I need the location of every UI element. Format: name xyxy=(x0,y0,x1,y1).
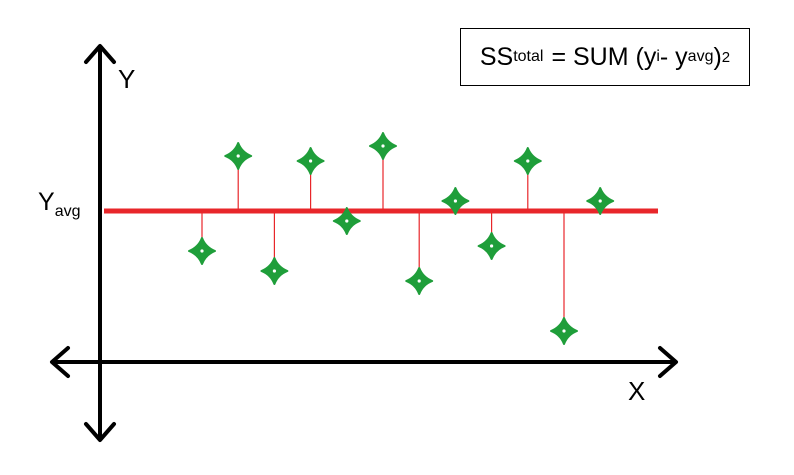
data-point-center xyxy=(562,329,566,333)
formula-ss: SS xyxy=(479,42,514,71)
mean-line-label: Yavg xyxy=(38,188,80,220)
data-point xyxy=(513,147,542,175)
data-point xyxy=(586,187,615,215)
y-axis-arrow-down-icon xyxy=(84,422,116,442)
data-point-center xyxy=(200,249,204,253)
x-axis-arrow-right-icon xyxy=(658,346,678,378)
formula-power: 2 xyxy=(721,48,731,66)
data-point xyxy=(260,257,289,285)
y-axis-arrow-up-icon xyxy=(84,44,116,64)
data-point xyxy=(405,267,434,295)
mean-line-label-main: Y xyxy=(38,188,55,216)
data-point-center xyxy=(526,159,530,163)
data-point-center xyxy=(381,144,385,148)
y-axis-label: Y xyxy=(118,64,135,94)
data-point-center xyxy=(490,244,494,248)
mean-line-label-sub: avg xyxy=(55,203,81,220)
axes xyxy=(50,44,678,442)
data-point xyxy=(477,232,506,260)
data-point-center xyxy=(236,154,240,158)
formula-minus: - y xyxy=(659,42,688,71)
residual-lines xyxy=(201,157,601,320)
data-point-center xyxy=(598,199,602,203)
data-point-center xyxy=(453,199,457,203)
formula-avg-sub: avg xyxy=(687,48,714,65)
x-axis-label: X xyxy=(628,376,645,406)
formula-yi-sub: i xyxy=(656,48,660,65)
data-point xyxy=(224,142,253,170)
formula-close: ) xyxy=(713,42,722,71)
data-point xyxy=(332,207,361,235)
x-axis-arrow-left-icon xyxy=(50,346,70,378)
data-point-center xyxy=(345,219,349,223)
data-point-center xyxy=(272,269,276,273)
data-point xyxy=(369,132,397,160)
data-point-center xyxy=(309,159,313,163)
data-point xyxy=(550,317,578,345)
data-point xyxy=(188,237,216,265)
data-point-center xyxy=(417,279,421,283)
formula-equals-sum: = SUM (y xyxy=(551,42,657,71)
formula-ss-sub: total xyxy=(513,48,544,65)
data-point xyxy=(441,187,470,215)
data-point xyxy=(296,147,325,175)
data-points xyxy=(188,132,615,345)
